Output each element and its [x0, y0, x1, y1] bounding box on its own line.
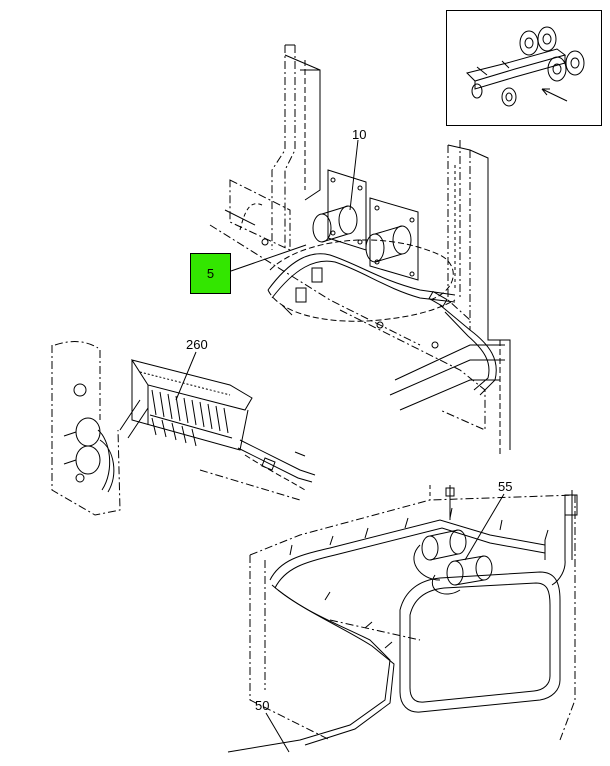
- cab-pillar-right: [447, 140, 511, 455]
- leader-10: [349, 139, 359, 211]
- lower-relays: [413, 529, 493, 595]
- floor-cross-member: [209, 179, 505, 431]
- chassis-locator-inset: [446, 10, 602, 126]
- wire-harness-upper: [267, 239, 497, 396]
- callout-5: 5: [206, 266, 215, 281]
- callout-55: 55: [498, 479, 513, 494]
- mounting-plates: [327, 169, 419, 281]
- dash-panel: [51, 341, 121, 516]
- cab-pillar-left: [271, 44, 321, 250]
- callout-260: 260: [186, 337, 208, 352]
- leader-55: [464, 493, 505, 561]
- chassis-thumbnail: [466, 26, 585, 107]
- leader-5: [230, 244, 307, 272]
- callout-50: 50: [255, 698, 270, 713]
- callout-5-highlight[interactable]: 5: [190, 253, 231, 294]
- lower-harness: [227, 485, 549, 753]
- wheel-well: [399, 490, 578, 713]
- dash-harness: [119, 399, 316, 501]
- relay-assemblies: [295, 205, 412, 303]
- fuse-block: [130, 359, 253, 451]
- leader-50: [265, 712, 290, 753]
- callout-10: 10: [352, 127, 367, 142]
- leader-260: [175, 351, 197, 401]
